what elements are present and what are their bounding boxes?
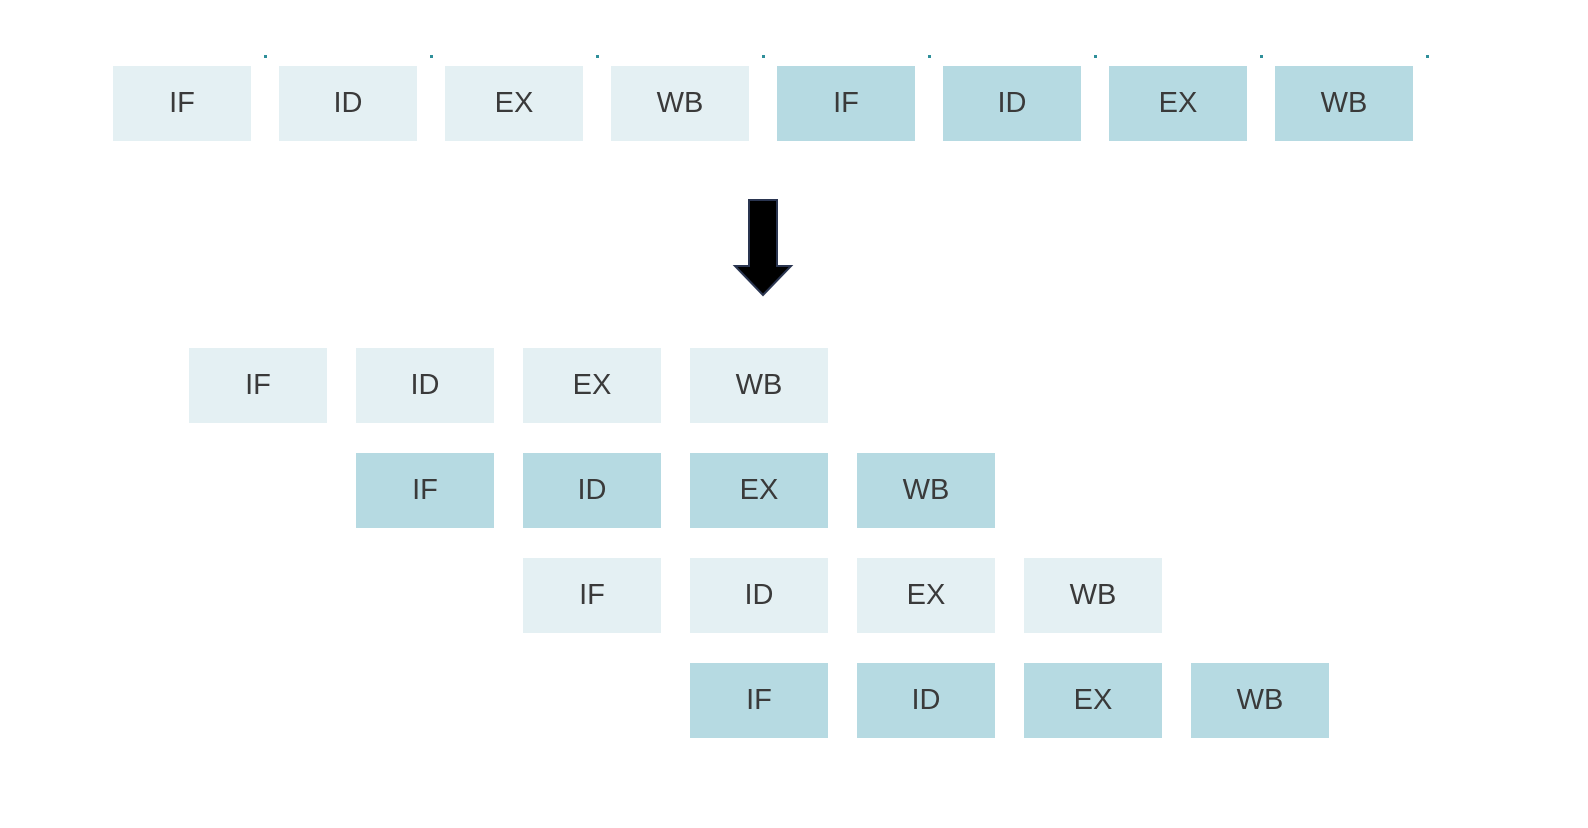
sequential-stage-wb: WB: [1275, 66, 1413, 141]
sequential-stage-id: ID: [279, 66, 417, 141]
pipeline-row-1-stage-ex: EX: [523, 348, 661, 423]
pipeline-row-4-stage-ex: EX: [1024, 663, 1162, 738]
sequential-stage-ex: EX: [1109, 66, 1247, 141]
pipeline-row-2-stage-ex: EX: [690, 453, 828, 528]
cycle-tick-mark: [1260, 55, 1263, 58]
pipeline-row-2-stage-id: ID: [523, 453, 661, 528]
pipeline-row-3-stage-wb: WB: [1024, 558, 1162, 633]
pipeline-row-3-stage-if: IF: [523, 558, 661, 633]
sequential-stage-if: IF: [113, 66, 251, 141]
sequential-stage-if: IF: [777, 66, 915, 141]
pipeline-row-2-stage-if: IF: [356, 453, 494, 528]
down-arrow-icon: [732, 199, 794, 297]
sequential-stage-id: ID: [943, 66, 1081, 141]
pipeline-row-4-stage-id: ID: [857, 663, 995, 738]
pipeline-row-3-stage-ex: EX: [857, 558, 995, 633]
cycle-tick-mark: [1094, 55, 1097, 58]
cycle-tick-mark: [596, 55, 599, 58]
cycle-tick-mark: [762, 55, 765, 58]
pipeline-row-4-stage-if: IF: [690, 663, 828, 738]
pipeline-row-1-stage-id: ID: [356, 348, 494, 423]
cycle-tick-mark: [264, 55, 267, 58]
pipeline-row-3-stage-id: ID: [690, 558, 828, 633]
cycle-tick-mark: [928, 55, 931, 58]
pipeline-row-1-stage-if: IF: [189, 348, 327, 423]
cycle-tick-mark: [1426, 55, 1429, 58]
sequential-stage-wb: WB: [611, 66, 749, 141]
pipeline-row-4-stage-wb: WB: [1191, 663, 1329, 738]
pipeline-row-1-stage-wb: WB: [690, 348, 828, 423]
cycle-tick-mark: [430, 55, 433, 58]
pipeline-row-2-stage-wb: WB: [857, 453, 995, 528]
sequential-stage-ex: EX: [445, 66, 583, 141]
